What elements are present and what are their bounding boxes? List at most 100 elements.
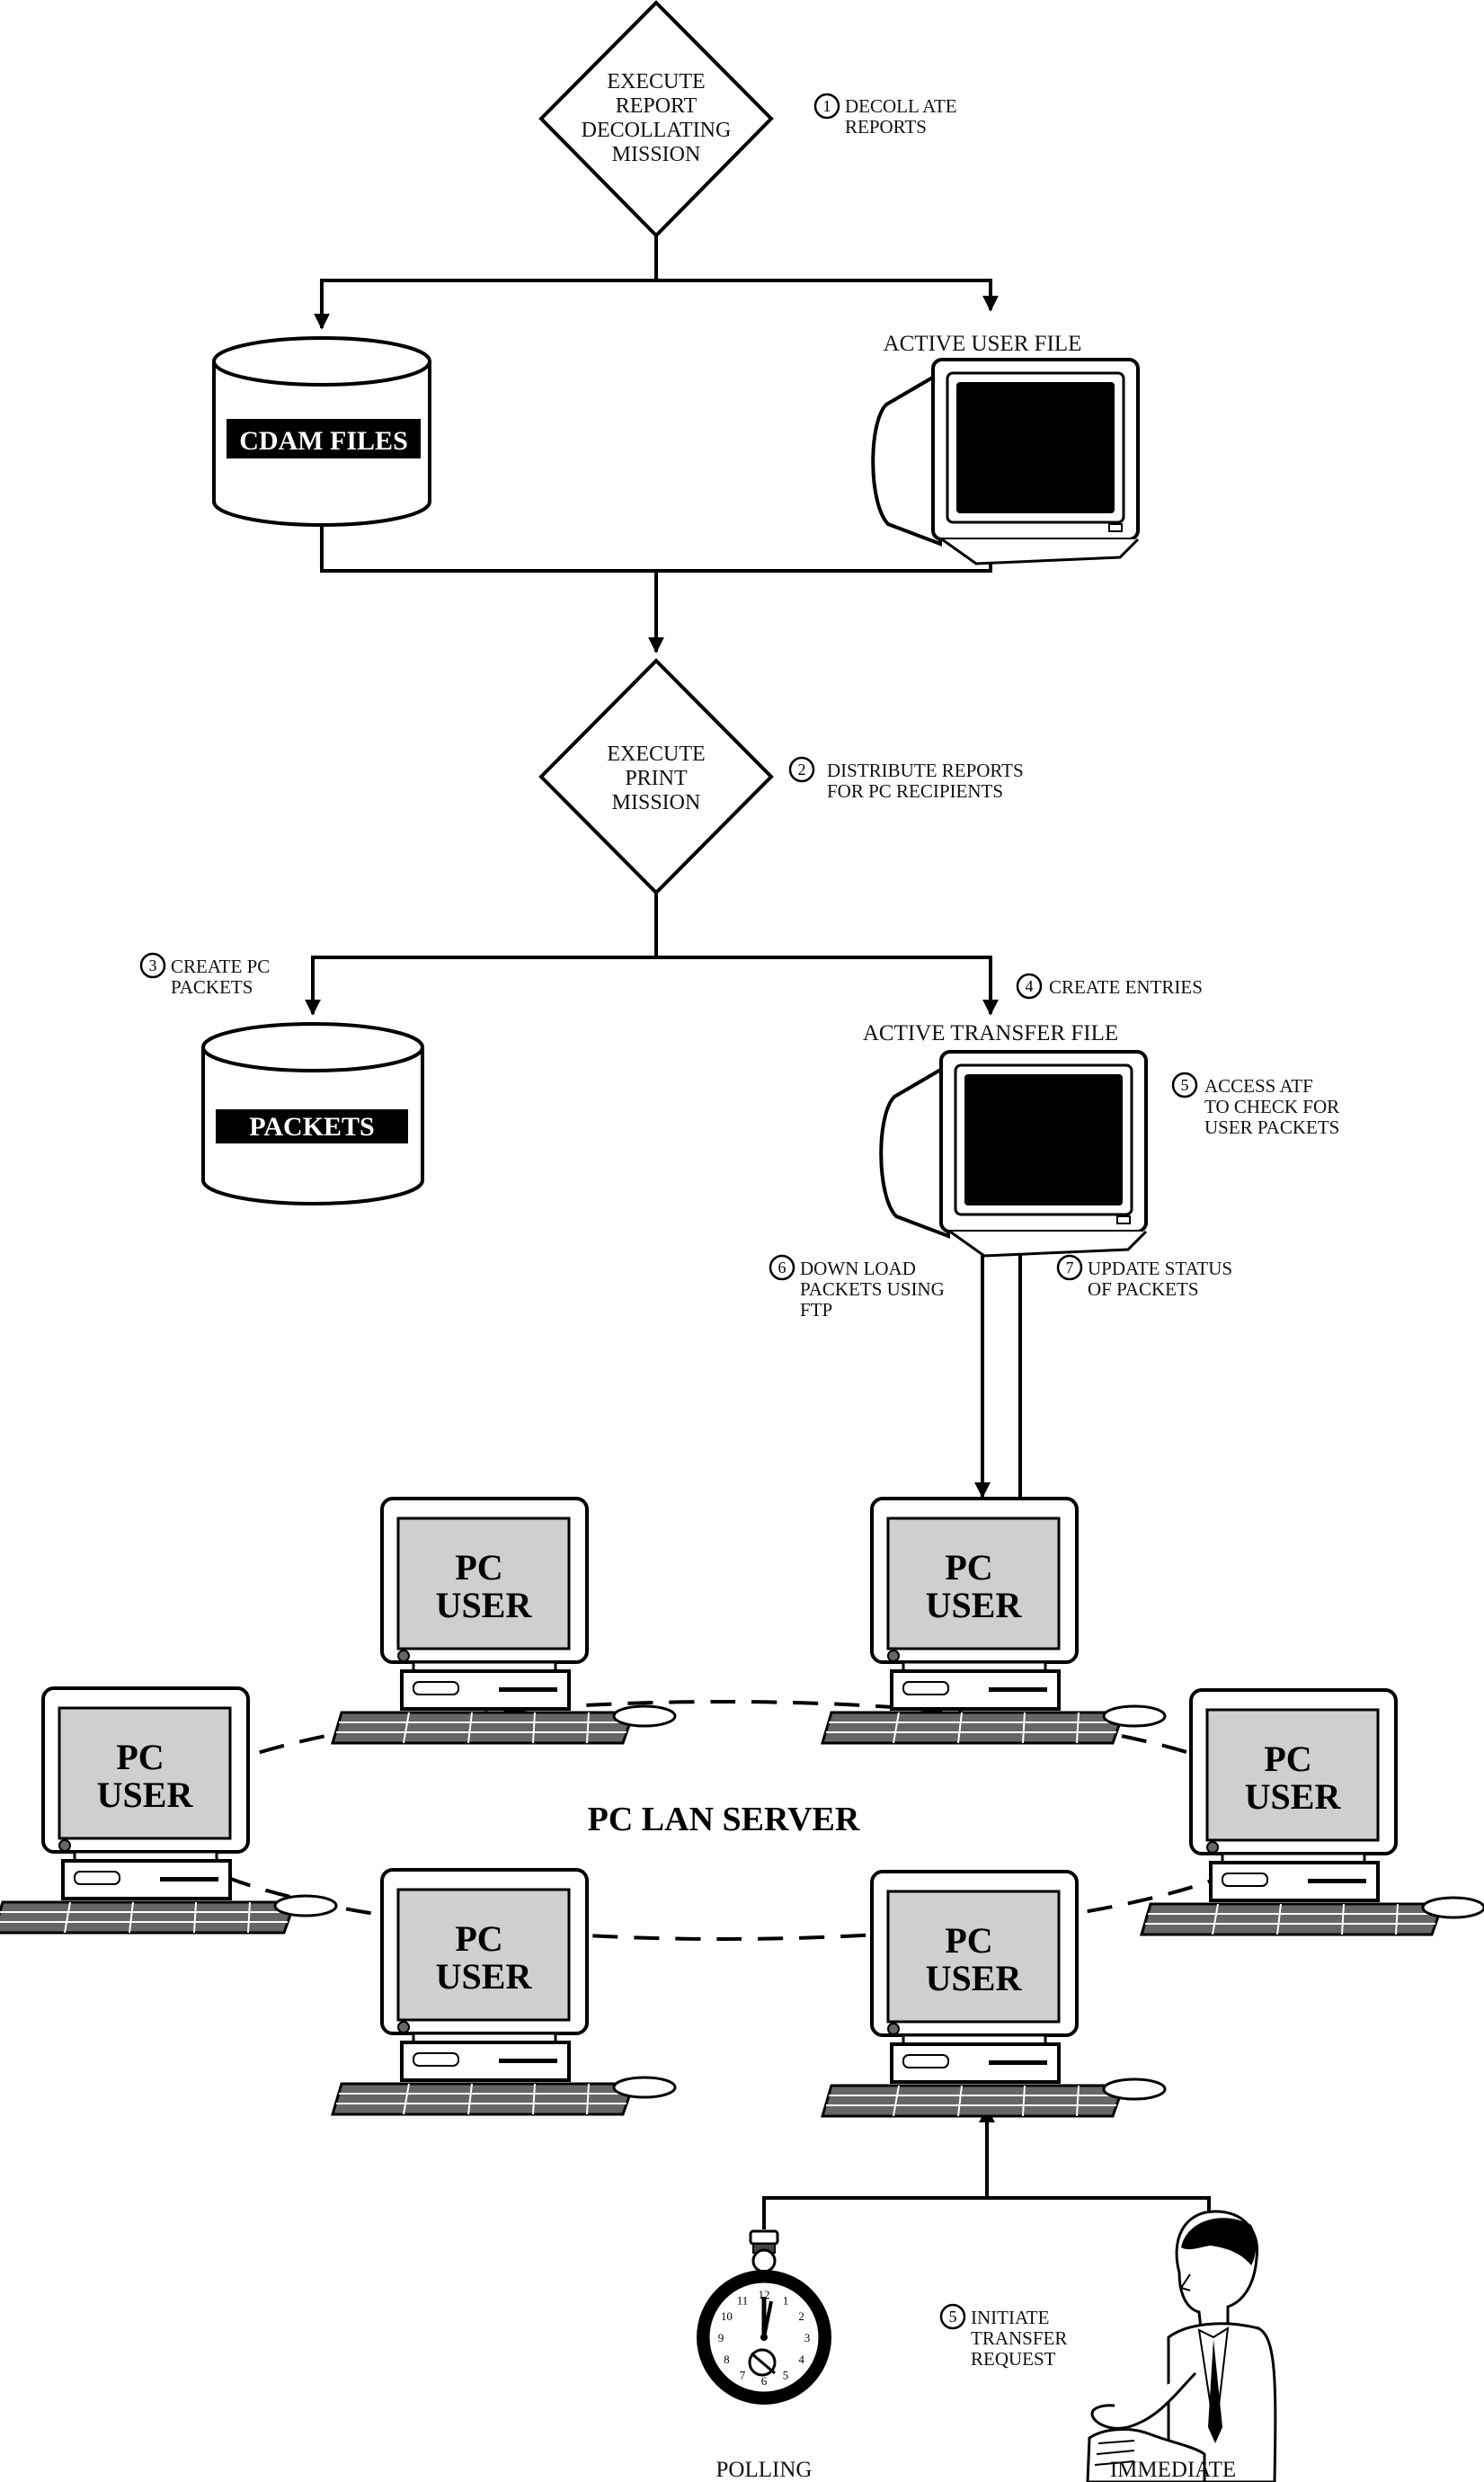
step-number: 7 [1066, 1259, 1074, 1277]
pc-user-label: PC [116, 1737, 164, 1777]
text-line: REPORT [616, 94, 698, 118]
text-line: PRINT [625, 767, 688, 790]
pc-user-label: PC [1264, 1739, 1311, 1779]
clock-number: 5 [783, 2369, 789, 2382]
clock-number: 12 [759, 2288, 770, 2301]
pc-user-workstation: PC USER [821, 1870, 1167, 2118]
text-line: USER PACKETS [1204, 1116, 1339, 1138]
text-line: DOWN LOAD [800, 1258, 916, 1279]
pc-user-label: USER [436, 1585, 533, 1625]
text-line: CREATE ENTRIES [1049, 976, 1203, 998]
clock-number: 2 [798, 2309, 804, 2323]
clock-number: 7 [740, 2369, 746, 2382]
text-line: PACKETS USING [800, 1278, 945, 1300]
text-line: TO CHECK FOR [1204, 1096, 1339, 1117]
pc-lan-server-label: PC LAN SERVER [588, 1801, 860, 1838]
step-number: 2 [798, 761, 806, 778]
step-number-circle [769, 1254, 795, 1281]
step-number-circle [1056, 1254, 1083, 1281]
text-line: MISSION [612, 143, 701, 166]
step-number-circle [1016, 973, 1043, 1000]
pc-user-label: USER [436, 1956, 533, 1997]
step-number-circle [1171, 1072, 1198, 1099]
pc-user-workstation: PC USER [0, 1686, 338, 1935]
cdam-files-database: CDAM FILES [212, 336, 431, 527]
step-number-circle [939, 2303, 966, 2330]
step-number: 6 [778, 1259, 786, 1277]
step-number-circle [813, 93, 840, 120]
text-line: EXECUTE [607, 70, 705, 93]
text-line: INITIATE [971, 2307, 1049, 2328]
text-line: UPDATE STATUS [1088, 1258, 1232, 1279]
step-number: 3 [149, 956, 157, 974]
polling-label: POLLING [716, 2458, 813, 2482]
immediate-label: IMMEDIATE [1110, 2458, 1236, 2482]
text-line: CREATE PC [171, 956, 270, 977]
text-line: DECOLL ATE [845, 95, 957, 117]
step-note: 4 CREATE ENTRIES [1016, 973, 1203, 1000]
monitor-icon [871, 358, 1140, 565]
text-line: REQUEST [971, 2348, 1056, 2370]
active-transfer-file-title: ACTIVE TRANSFER FILE [863, 1021, 1118, 1045]
text-line: MISSION [612, 791, 701, 814]
text-line: FOR PC RECIPIENTS [827, 780, 1003, 802]
pc-user-label: USER [1245, 1776, 1342, 1817]
step-number: 5 [949, 2308, 957, 2326]
pc-user-workstation: PC USER [331, 1868, 677, 2116]
step-number: 5 [1181, 1076, 1189, 1094]
text-line: FTP [800, 1299, 832, 1321]
text-line: REPORTS [845, 116, 927, 138]
packets-label: PACKETS [249, 1112, 374, 1142]
active-user-file-monitor: ACTIVE USER FILE [871, 332, 1140, 565]
text-line: ACCESS ATF [1204, 1075, 1313, 1097]
text-line: TRANSFER [971, 2327, 1067, 2349]
step-number-circle [139, 952, 166, 979]
clock-number: 8 [724, 2353, 730, 2366]
pc-user-workstation: PC USER [821, 1497, 1167, 1745]
pc-users: PC USER PC USER PC USER PC USER PC USER … [0, 1497, 1484, 2118]
pc-user-label: PC [455, 1547, 502, 1588]
text-line: DECOLLATING [582, 119, 732, 142]
clock-number: 6 [761, 2374, 768, 2388]
active-transfer-file-monitor: ACTIVE TRANSFER FILE [863, 1021, 1148, 1258]
text-line: DISTRIBUTE REPORTS [827, 760, 1024, 781]
clock-number: 10 [721, 2309, 733, 2323]
person-icon [1086, 2210, 1277, 2482]
step-text: CREATE ENTRIES [1049, 976, 1203, 998]
pc-user-label: PC [455, 1918, 502, 1959]
pc-user-label: USER [926, 1585, 1023, 1625]
step-number-circle [788, 756, 815, 783]
text-line: OF PACKETS [1088, 1278, 1199, 1300]
monitor-icon [879, 1050, 1148, 1258]
pc-user-label: USER [97, 1775, 194, 1815]
pc-user-workstation: PC USER [1140, 1688, 1484, 1936]
pc-user-workstation: PC USER [331, 1497, 677, 1745]
pc-user-label: USER [926, 1958, 1023, 1998]
pc-user-label: PC [945, 1920, 992, 1961]
cdam-files-label: CDAM FILES [239, 426, 408, 456]
clock-number: 11 [737, 2293, 749, 2307]
pc-user-label: PC [945, 1547, 992, 1588]
step-number: 4 [1026, 977, 1034, 995]
